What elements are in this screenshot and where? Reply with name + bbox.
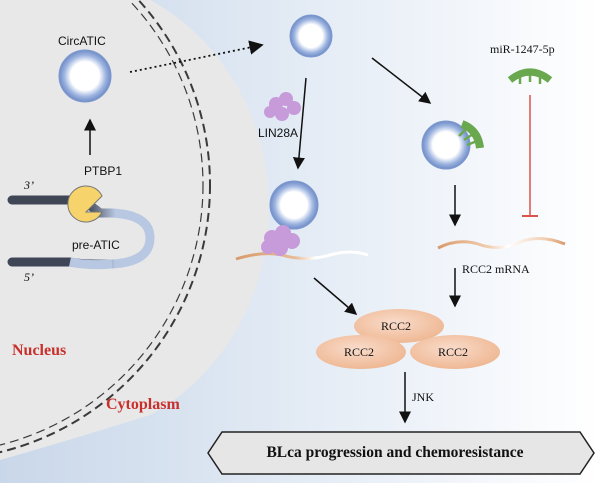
five-prime-label: 5’	[24, 270, 34, 284]
mir-free	[507, 68, 553, 84]
mir-bound	[460, 120, 484, 149]
pre-atic-label: pre-ATIC	[72, 238, 120, 252]
cytoplasm-label: Cytoplasm	[106, 396, 180, 413]
rcc2-mrna	[437, 237, 566, 250]
rcc2-label-left: RCC2	[344, 345, 375, 359]
nucleus-label: Nucleus	[12, 342, 67, 359]
rcc2-protein-left	[316, 335, 406, 369]
mir-label: miR-1247-5p	[490, 42, 555, 56]
nuclear-envelope	[0, 0, 211, 454]
rcc2-label-top: RCC2	[381, 319, 412, 333]
outcome-banner	[207, 431, 595, 475]
arrow-to-lin28a-branch	[292, 77, 307, 170]
circatic-ring-complex	[269, 180, 319, 230]
ptbp1-protein	[67, 185, 103, 223]
rcc2-protein-right	[410, 335, 500, 369]
lin28a-protein-bound	[261, 225, 300, 256]
rcc2-mrna-label: RCC2 mRNA	[462, 262, 530, 276]
three-prime-label: 3’	[24, 178, 34, 192]
jnk-label: JNK	[412, 390, 435, 404]
lin28a-protein	[264, 92, 301, 121]
rcc2-protein-top	[354, 309, 444, 343]
ptbp1-label: PTBP1	[84, 164, 123, 178]
circatic-label: CircATIC	[58, 34, 106, 48]
circatic-ring-cytoplasm	[289, 14, 333, 58]
arrow-to-rcc2-left	[313, 277, 358, 315]
circatic-ring-nucleus	[58, 49, 112, 103]
rcc2-label-right: RCC2	[438, 345, 469, 359]
rcc2-mrna-bound	[235, 250, 369, 261]
arrow-to-mir-branch	[371, 57, 432, 104]
lin28a-label: LIN28A	[258, 126, 299, 140]
outcome-text: BLca progression and chemoresistance	[266, 444, 524, 461]
